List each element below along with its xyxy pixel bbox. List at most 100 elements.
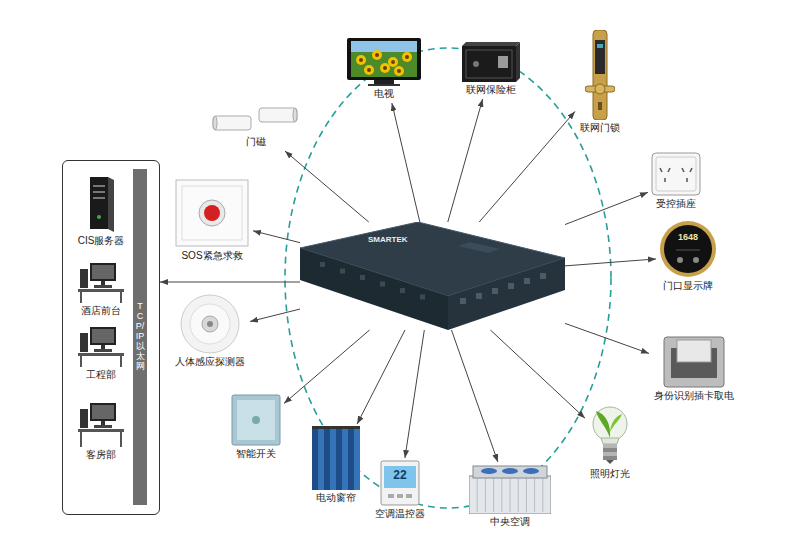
lock-icon-part — [595, 40, 605, 74]
computer-icon-part — [90, 327, 116, 345]
device-icon-part — [460, 298, 466, 304]
magnet-icon-part — [213, 116, 217, 130]
ac-node: 中央空调 — [466, 462, 554, 531]
ac-group — [469, 466, 551, 514]
computer-illustration — [78, 403, 124, 447]
connector-arrow — [285, 151, 369, 222]
tv-icon-part — [359, 58, 363, 62]
thermostat-icon-part — [384, 466, 416, 488]
magnet-icon-part — [259, 108, 297, 122]
curtain-icon-part — [348, 429, 354, 490]
device-label: 电动窗帘 — [314, 492, 358, 504]
lock-icon-part — [597, 44, 603, 48]
tv-icon-part — [380, 63, 390, 73]
device-icon-part — [340, 269, 345, 274]
socket-icon-part — [668, 168, 670, 172]
ac-icon-part — [542, 478, 543, 512]
device-label: 受控插座 — [654, 198, 698, 210]
motion-icon-part — [181, 295, 239, 353]
tv-icon-part — [356, 55, 366, 65]
ac-icon-part — [477, 478, 478, 512]
tv-illustration — [347, 38, 421, 86]
thermostat-node: 空调温控器22 — [370, 458, 430, 523]
doordisplay-icon-part — [660, 221, 716, 277]
safe-illustration — [462, 42, 520, 82]
tv-icon-part — [402, 52, 412, 62]
doordisplay-icon-part — [664, 225, 712, 273]
motion-icon-part — [207, 321, 213, 327]
connector-arrow — [479, 111, 575, 222]
motion-node: 人体感应探测器 — [170, 292, 250, 371]
computer-node: 酒店前台 — [75, 261, 127, 320]
lock-illustration — [585, 30, 615, 120]
connector-arrow — [284, 330, 370, 403]
sos-group — [176, 180, 248, 246]
socket-icon-part — [682, 168, 684, 172]
computer-icon-part — [92, 329, 114, 343]
connector-arrow — [490, 330, 585, 418]
switch-illustration — [231, 394, 281, 446]
computer-icon-part — [78, 429, 124, 432]
tv-icon-part — [368, 84, 400, 86]
device-label: 门口显示牌 — [661, 280, 715, 292]
device-label: 联网门锁 — [578, 122, 622, 134]
curtain-node: 电动窗帘 — [309, 424, 363, 507]
computer-icon-part — [120, 356, 122, 367]
device-label: 联网保险柜 — [464, 84, 518, 96]
device-icon-part — [540, 273, 546, 279]
computer-icon-part — [92, 405, 114, 419]
ac-icon-part — [526, 478, 527, 512]
panel-node: TCP/IP以太网CIS服务器酒店前台工程部客房部 — [62, 160, 160, 515]
connector-arrow — [357, 330, 405, 424]
device-icon-part — [400, 288, 405, 293]
device-label: 智能开关 — [234, 448, 278, 460]
curtain-group — [312, 426, 360, 490]
network-bar: TCP/IP以太网 — [133, 169, 147, 505]
curtain-icon-part — [312, 426, 360, 429]
ac-icon-part — [493, 478, 494, 512]
magnet-illustration — [211, 104, 301, 134]
curtain-icon-part — [354, 429, 360, 490]
ac-icon-part — [510, 478, 511, 512]
doordisplay-icon-part — [676, 250, 700, 251]
switch-icon-part — [232, 395, 280, 445]
socket-icon-part — [652, 153, 700, 195]
motion-group — [181, 295, 239, 353]
switch-icon-part — [237, 400, 275, 440]
socket-icon-part — [664, 178, 666, 182]
connector-arrow — [253, 231, 300, 243]
ac-icon-part — [523, 468, 539, 474]
connector-arrow — [565, 259, 656, 266]
bulb-icon-part — [593, 407, 627, 441]
computer-icon-part — [94, 285, 112, 288]
card-group — [664, 337, 724, 387]
device-node: SMARTEK — [300, 222, 565, 330]
curtain-icon-part — [342, 429, 348, 490]
curtain-icon-part — [312, 429, 318, 490]
sos-icon-part — [204, 205, 220, 221]
device-icon-part — [458, 242, 500, 253]
switch-icon-part — [252, 416, 260, 424]
socket-icon-part — [686, 178, 688, 182]
device-icon-part — [524, 278, 530, 284]
card-icon-part — [677, 340, 711, 362]
computer-node: 工程部 — [75, 325, 127, 384]
device-label: 空调温控器 — [373, 508, 427, 520]
tv-icon-part — [372, 50, 382, 60]
device-icon-part — [300, 248, 448, 330]
bulb-icon-part — [603, 448, 617, 452]
lock-node: 联网门锁 — [575, 28, 625, 137]
ac-icon-part — [481, 468, 497, 474]
doordisplay-node: 门口显示牌1648 — [656, 218, 720, 295]
magnet-group — [213, 108, 297, 130]
computer-icon-part — [90, 263, 116, 281]
safe-icon-part — [498, 56, 508, 68]
computer-icon-part — [120, 432, 122, 447]
server-icon-part — [108, 177, 114, 232]
motion-illustration — [177, 294, 243, 354]
computer-icon-part — [120, 292, 122, 303]
doordisplay-group — [660, 221, 716, 277]
thermostat-group — [381, 461, 419, 505]
device-icon-part — [360, 275, 365, 280]
card-icon-part — [664, 337, 724, 387]
